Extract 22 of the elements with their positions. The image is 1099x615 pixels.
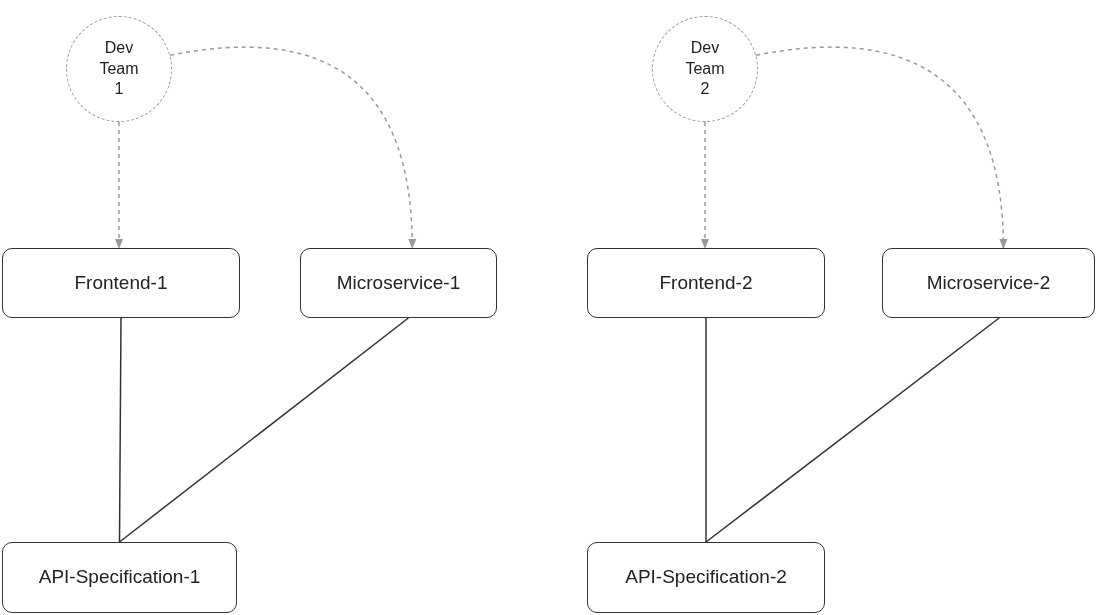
node-label: Frontend-1: [74, 270, 168, 295]
connector-line: [118, 317, 122, 543]
component-box: [2, 248, 240, 318]
node-label: Frontend-2: [659, 270, 753, 295]
node-label: Dev Team 2: [684, 37, 726, 100]
component-box: [587, 248, 825, 318]
connector-line: [705, 317, 707, 543]
node-label: Microservice-1: [336, 270, 461, 295]
component-box: [300, 248, 497, 318]
node-label: API-Specification-2: [625, 565, 787, 590]
dashed-arrow: [114, 121, 124, 250]
node-label: API-Specification-1: [38, 565, 201, 590]
dashed-arrow: [700, 121, 710, 250]
component-box: [587, 542, 825, 613]
node-label: Dev Team 1: [98, 37, 140, 100]
dashed-arrow: [169, 46, 417, 250]
connector-line: [118, 317, 410, 543]
node-label: Microservice-2: [926, 270, 1051, 295]
component-box: [882, 248, 1095, 318]
connector-line: [705, 317, 1000, 543]
component-box: [2, 542, 237, 613]
dashed-arrow: [755, 46, 1008, 250]
